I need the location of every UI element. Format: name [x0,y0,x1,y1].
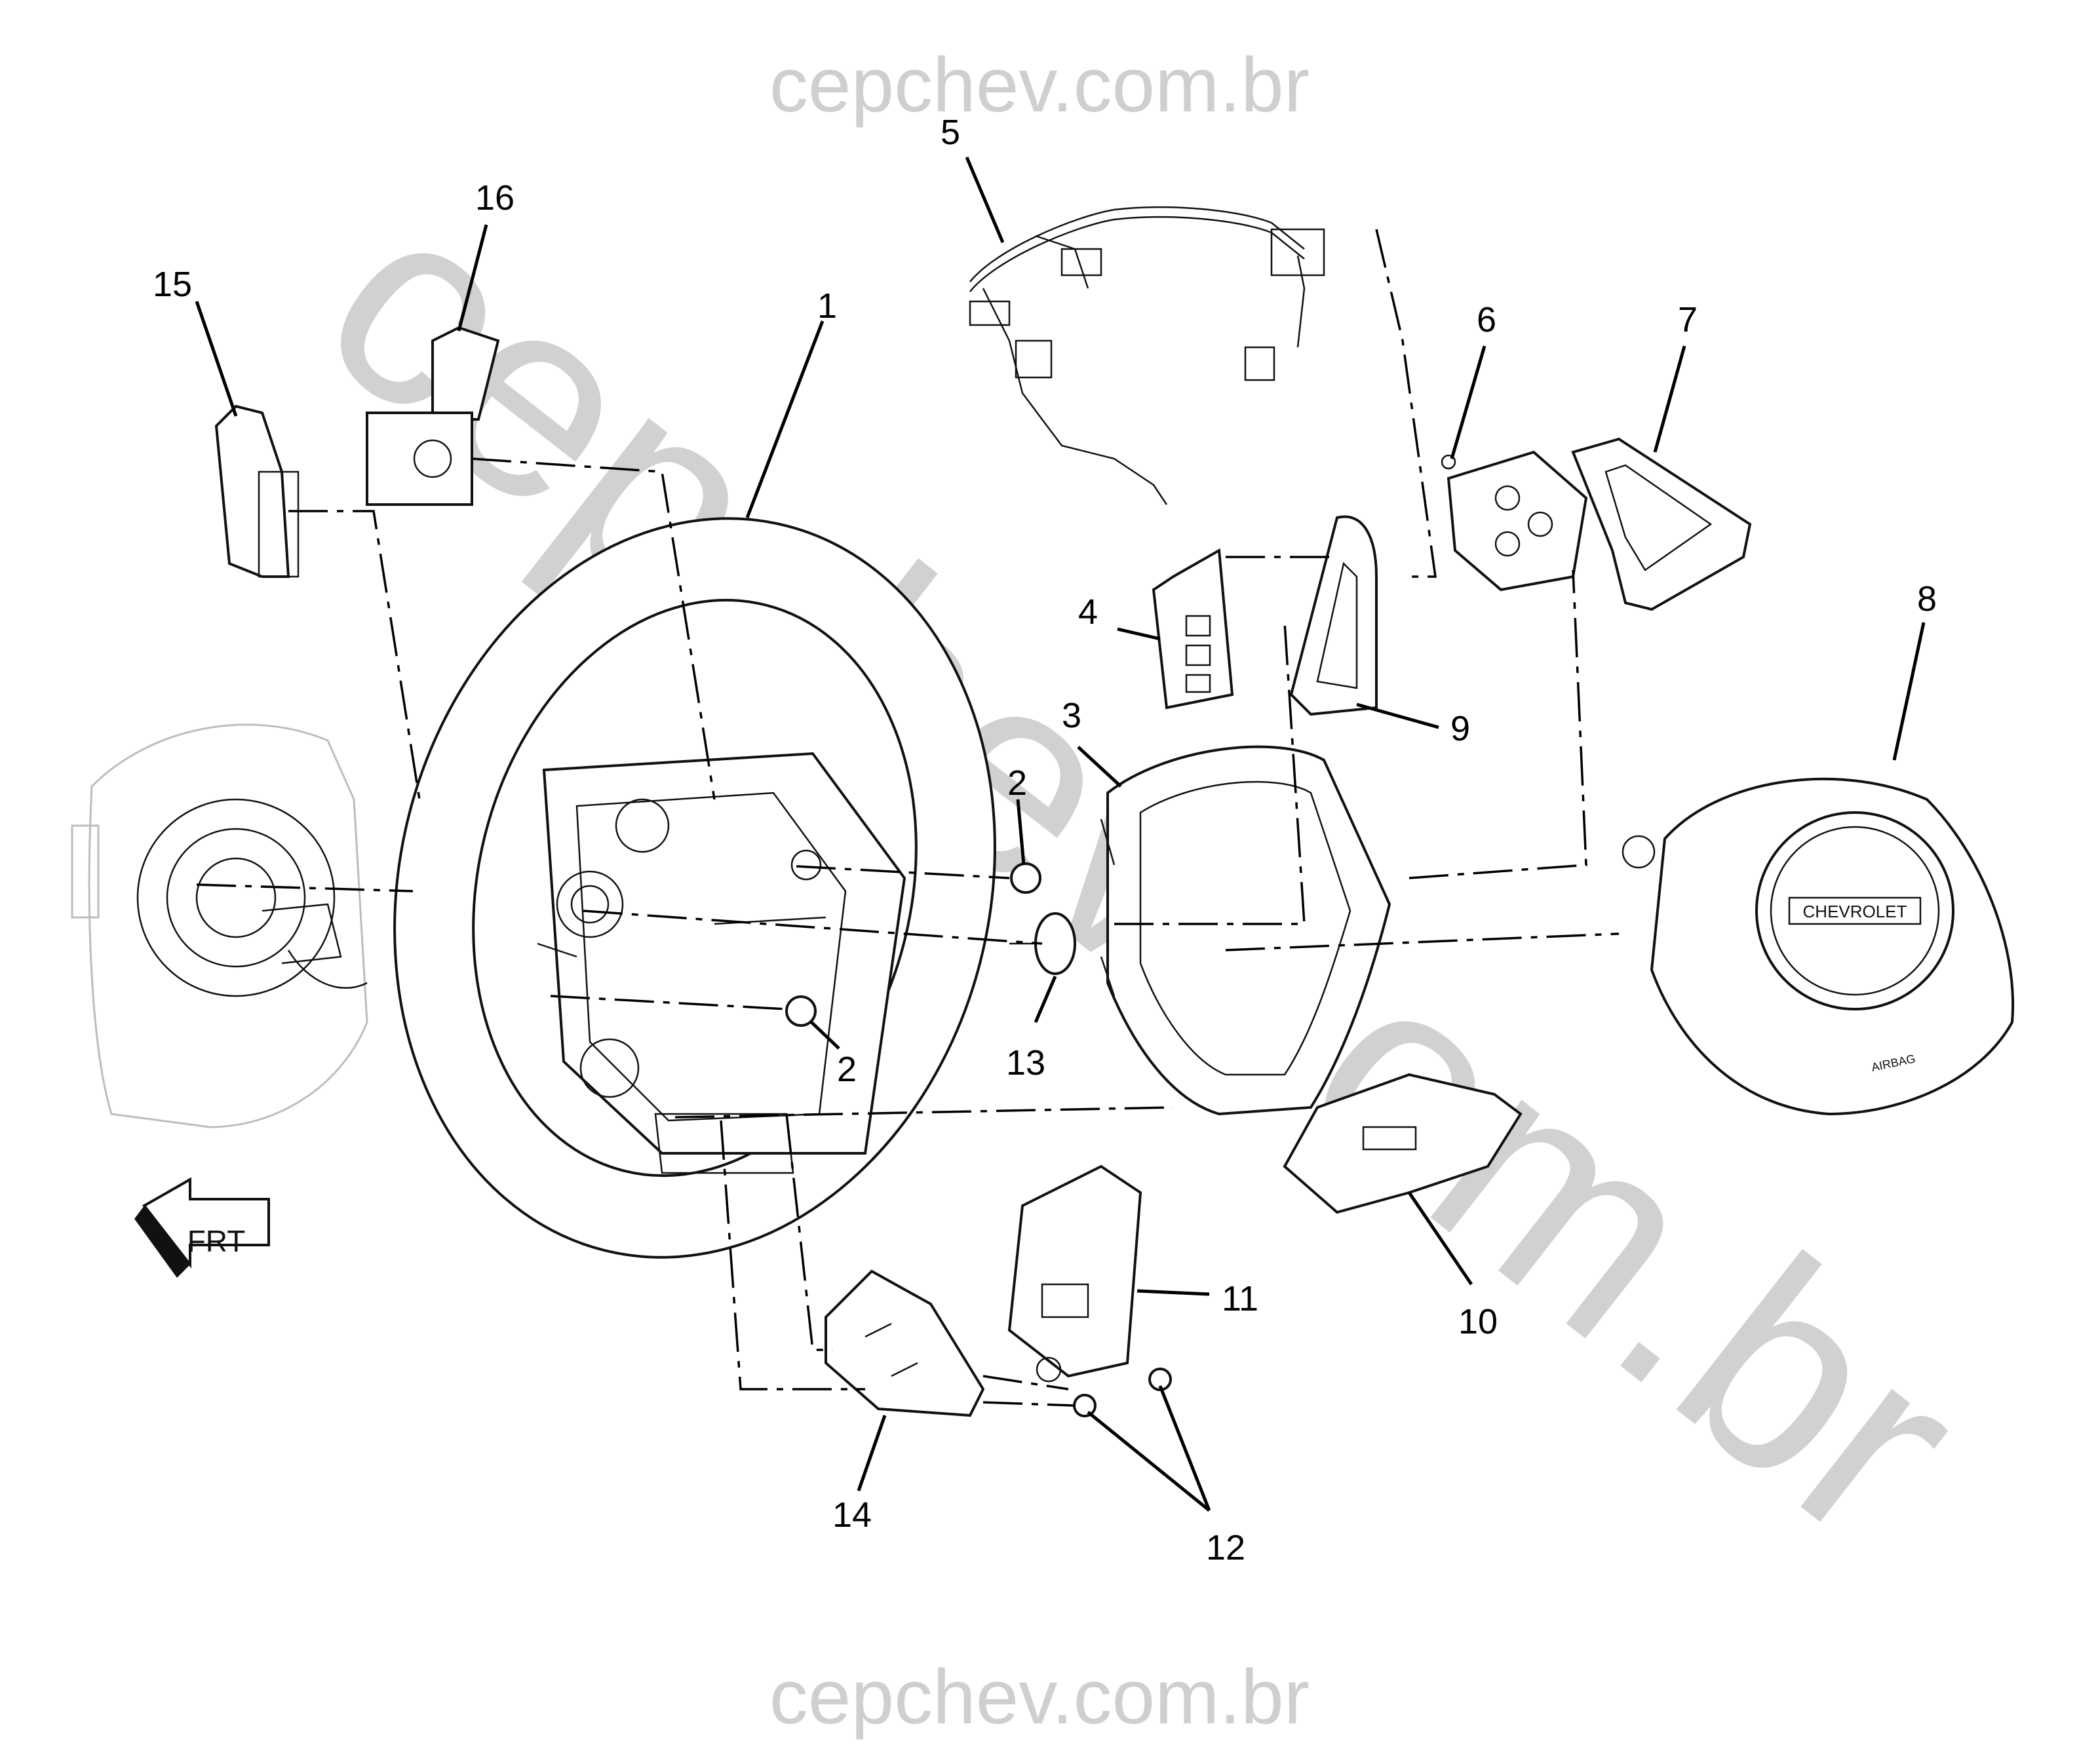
callout-14: 14 [832,1495,872,1535]
airbag-emblem-text: CHEVROLET [1803,902,1907,921]
part-14-lower-switch [825,1269,985,1417]
callout-leader-lines [195,157,1926,1512]
callout-2-upper: 2 [1007,763,1027,803]
front-direction-arrow-icon: FRT [134,1177,270,1278]
callout-12: 12 [1206,1528,1245,1567]
part-15-left-paddle [214,404,300,578]
callout-7: 7 [1678,300,1698,339]
callout-16: 16 [475,178,515,218]
watermark-top: cepchev.com.br [769,42,1310,128]
callout-1: 1 [817,286,837,326]
callout-8: 8 [1917,579,1937,619]
part-1-steering-wheel [393,517,996,1259]
part-10-lower-trim-cover [1283,1073,1523,1214]
fastener-screws-12 [1073,1368,1172,1417]
callout-10: 10 [1458,1302,1498,1341]
front-direction-label: FRT [187,1224,246,1258]
watermark-bottom: cepchev.com.br [769,1654,1310,1740]
callout-3: 3 [1062,696,1081,735]
callout-11: 11 [1222,1279,1258,1318]
part-4-left-switch [1152,548,1234,710]
part-3-wheel-trim-cover [1100,745,1391,1116]
part-5-wiring-harness [969,206,1325,505]
callout-6: 6 [1477,300,1496,339]
part-6-right-switch [1441,450,1588,592]
callout-9: 9 [1450,709,1470,748]
part-7-right-switch-bezel [1571,437,1752,611]
callout-5: 5 [941,113,960,152]
callout-15: 15 [153,265,192,304]
part-9-left-switch-bezel [1289,515,1378,716]
callout-13: 13 [1006,1043,1045,1083]
part-11-lower-switch [1007,1164,1142,1383]
assembly-alignment-lines [196,229,1620,1407]
steering-column-ghost [71,723,368,1128]
fastener-bolt-2-upper [1010,862,1041,894]
callout-2-lower: 2 [837,1050,857,1089]
part-8-airbag-module: CHEVROLET AIRBAG [1622,777,2014,1116]
callout-4: 4 [1078,592,1098,632]
fastener-bolt-2-lower [785,995,817,1027]
part-16-right-paddle [366,326,500,506]
callout-numbers: 1 2 2 3 4 5 6 7 8 9 10 11 12 13 14 15 16 [153,113,1937,1567]
